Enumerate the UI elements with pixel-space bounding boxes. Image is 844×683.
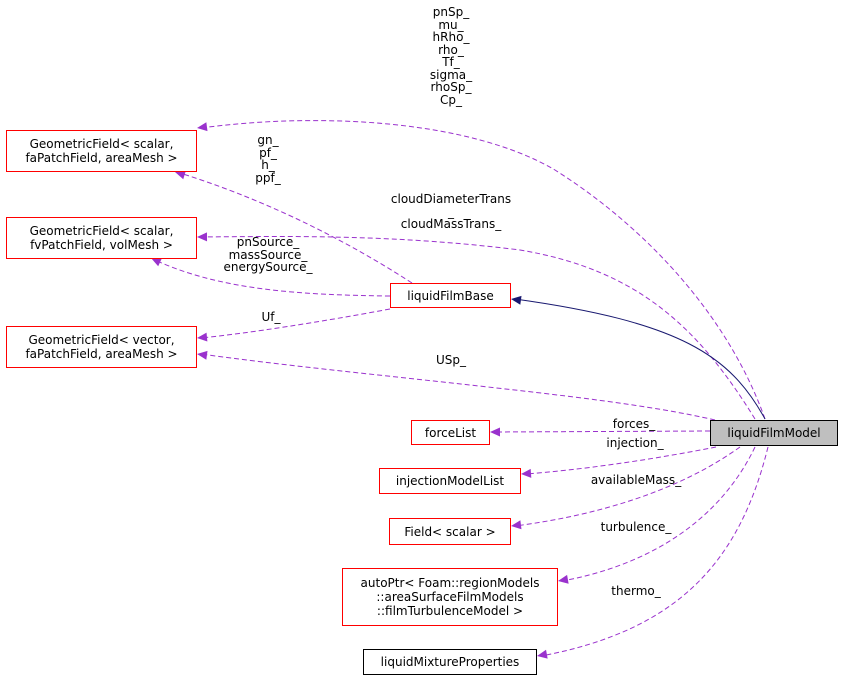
edge-label-line: turbulence_	[600, 520, 672, 534]
edge-label-forces: forces_	[613, 418, 655, 431]
edge-label-line: cloudMassTrans_	[400, 217, 502, 231]
edge-model-to-scalar-fa	[200, 120, 766, 420]
node-label-line: forceList	[424, 425, 477, 440]
node-label-line: Field< scalar >	[404, 524, 496, 539]
edge-label-line: pnSource_	[236, 235, 300, 249]
edge-label-line: hRho_	[432, 30, 470, 44]
node-label-line: liquidMixtureProperties	[380, 655, 520, 669]
edge-base-to-vector-fa	[200, 308, 391, 339]
edge-model-to-injection	[524, 446, 717, 475]
node-label-line: faPatchField, areaMesh >	[25, 151, 178, 165]
edge-label-injection: injection_	[606, 437, 663, 450]
node-label-line: faPatchField, areaMesh >	[25, 347, 178, 361]
edge-model-to-field-scalar-arrowhead	[511, 520, 522, 530]
node-geometric-field-scalar-fa[interactable]: GeometricField< scalar, faPatchField, ar…	[6, 130, 197, 172]
edge-model-to-auto-ptr	[561, 446, 756, 582]
node-label-line: GeometricField< vector,	[28, 333, 175, 347]
edge-label-line: energySource_	[223, 260, 313, 274]
edge-label-line: Tf_	[442, 55, 460, 69]
node-liquid-mixture-properties[interactable]: liquidMixtureProperties	[363, 649, 537, 675]
edge-label-turbulence: turbulence_	[601, 521, 672, 534]
edge-label-line: cloudDiameterTrans	[390, 192, 512, 206]
edge-label-line: massSource_	[228, 247, 308, 262]
edge-base-to-scalar-fv	[154, 259, 391, 297]
edge-model-to-base-arrowhead	[511, 295, 522, 305]
node-liquid-film-model: liquidFilmModel	[710, 420, 838, 446]
edge-base-to-vector-fa-arrowhead	[197, 332, 208, 342]
node-geometric-field-vector-fa[interactable]: GeometricField< vector, faPatchField, ar…	[6, 326, 197, 368]
edge-model-to-base	[514, 298, 766, 420]
edge-label-line: h_	[261, 158, 275, 172]
edge-label-line: thermo_	[611, 584, 661, 598]
node-label-line: autoPtr< Foam::regionModels	[360, 576, 540, 590]
edge-label-line: rhoSp_	[430, 80, 472, 94]
node-label-line: liquidFilmBase	[407, 288, 494, 303]
edge-model-to-vector-fa-arrowhead	[197, 350, 208, 360]
edge-label-line: availableMass_	[590, 473, 682, 487]
node-label-line: liquidFilmModel	[727, 426, 821, 440]
edge-model-to-mixture	[540, 446, 769, 657]
edge-label-vector-fa-from-model: USp_	[436, 354, 466, 367]
edge-model-to-vector-fa	[200, 353, 716, 421]
node-liquid-film-base[interactable]: liquidFilmBase	[390, 283, 511, 308]
edge-label-thermo: thermo_	[611, 585, 660, 598]
node-geometric-field-scalar-fv[interactable]: GeometricField< scalar, fvPatchField, vo…	[6, 217, 197, 259]
edge-label-line: forces_	[612, 417, 656, 431]
edge-label-scalar-fv-from-base: pnSource_ massSource_ energySource_	[223, 236, 312, 274]
edge-base-to-scalar-fv-arrowhead	[151, 258, 162, 267]
node-injection-model-list[interactable]: injectionModelList	[379, 468, 521, 494]
edge-label-line: ppf_	[255, 170, 281, 185]
node-label-line: GeometricField< scalar,	[29, 224, 174, 238]
edge-label-line: gn_	[257, 133, 279, 147]
edge-base-to-scalar-fa-arrowhead	[175, 170, 186, 180]
edge-model-to-scalar-fv-arrowhead	[197, 232, 208, 242]
edge-label-line: USp_	[435, 353, 467, 367]
edge-label-line: mu_	[438, 17, 464, 32]
edge-model-to-auto-ptr-arrowhead	[558, 574, 569, 584]
edge-label-line: pnSp_	[432, 5, 470, 19]
edge-base-to-scalar-fa	[179, 172, 413, 284]
edge-model-to-force-list-arrowhead	[490, 427, 501, 437]
edge-model-to-scalar-fa-arrowhead	[197, 122, 208, 132]
edge-label-line: rho_	[438, 42, 464, 57]
edge-label-line: _	[447, 204, 454, 219]
edge-label-line: Cp_	[440, 92, 462, 107]
edge-model-to-injection-arrowhead	[521, 468, 532, 478]
node-field-scalar[interactable]: Field< scalar >	[389, 518, 511, 545]
edge-label-vector-fa-from-base: Uf_	[261, 311, 280, 324]
edge-model-to-mixture-arrowhead	[537, 649, 548, 659]
edge-label-line: sigma_	[429, 67, 473, 82]
edge-label-available-mass: availableMass_	[591, 474, 681, 487]
node-force-list[interactable]: forceList	[411, 420, 490, 445]
edge-label-line: pf_	[259, 145, 277, 160]
node-label-line: fvPatchField, volMesh >	[30, 238, 173, 252]
node-auto-ptr-turbulence[interactable]: autoPtr< Foam::regionModels ::areaSurfac…	[342, 568, 558, 626]
edge-label-line: Uf_	[261, 310, 281, 324]
edge-label-scalar-fa-from-model: pnSp_ mu_ hRho_ rho_ Tf_ sigma_ rhoSp_ C…	[430, 6, 472, 106]
edge-model-to-scalar-fv	[200, 236, 756, 420]
edge-model-to-force-list	[493, 430, 711, 433]
node-label-line: ::areaSurfaceFilmModels	[376, 590, 524, 604]
edge-label-scalar-fa-from-base: gn_ pf_ h_ ppf_	[255, 134, 280, 184]
edge-model-to-field-scalar	[514, 446, 741, 527]
node-label-line: ::filmTurbulenceModel >	[376, 604, 524, 618]
node-label-line: injectionModelList	[395, 474, 505, 488]
edge-label-scalar-fv-from-model: cloudDiameterTrans _ cloudMassTrans_	[391, 193, 511, 231]
node-label-line: GeometricField< scalar,	[29, 137, 174, 151]
edge-label-line: injection_	[606, 436, 664, 450]
